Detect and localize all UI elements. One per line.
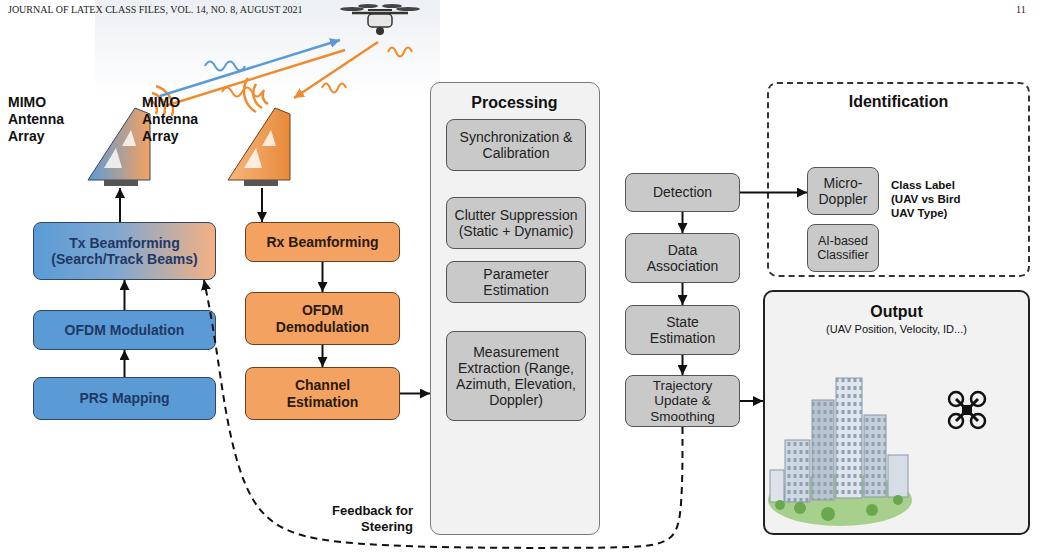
flow-arrow (682, 283, 684, 305)
process-box: Clutter Suppression (Static + Dynamic) (446, 197, 586, 249)
box-label: Detection (653, 184, 712, 200)
node-note: (UAV Position, Velocity, ID...) (765, 323, 1028, 336)
process-box: Channel Estimation (245, 367, 400, 420)
box-label: Channel Estimation (272, 377, 373, 409)
antenna-array: MIMO Antenna Array (140, 88, 292, 188)
flow-arrow (322, 262, 324, 292)
process-box: OFDM Demodulation (245, 292, 400, 345)
node-title: MIMO Antenna Array (142, 94, 222, 144)
drone-illustration (340, 4, 420, 35)
rx-antenna-symbol (263, 90, 268, 104)
box-label: Trajectory Update & Smoothing (632, 378, 733, 425)
flow-arrow (124, 350, 126, 377)
page-number: 11 (1016, 4, 1026, 15)
signal-beams (160, 40, 412, 106)
drone-illustration (340, 7, 364, 11)
rx-antenna-symbol (244, 148, 262, 168)
box-label: OFDM Modulation (65, 322, 185, 338)
box-label: Synchronization & Calibration (453, 129, 579, 161)
rx-antenna-symbol (228, 78, 290, 186)
signal-beams (322, 84, 346, 93)
process-box: Detection (625, 173, 740, 212)
box-label: Data Association (632, 242, 733, 274)
flow-arrow (740, 192, 807, 194)
process-box: Measurement Extraction (Range, Azimuth, … (446, 331, 586, 421)
tx-antenna-symbol (88, 108, 150, 180)
drone-illustration (376, 27, 384, 35)
box-label: Measurement Extraction (Range, Azimuth, … (453, 344, 579, 408)
signal-beams (165, 50, 345, 106)
box-label: Rx Beamforming (266, 234, 378, 250)
drone-illustration (396, 7, 420, 11)
process-box: Rx Beamforming (245, 222, 400, 262)
box-label: Parameter Estimation (453, 266, 579, 298)
signal-beams (205, 62, 245, 71)
box-label: Micro-Doppler (811, 175, 875, 207)
drone-illustration (368, 9, 392, 11)
process-box: State Estimation (625, 305, 740, 355)
rx-antenna-symbol (244, 180, 278, 186)
node-note: Class Label (UAV vs Bird UAV Type) (891, 179, 971, 220)
drone-illustration (352, 12, 408, 15)
signal-beams (388, 48, 412, 57)
process-box: AI-based Classifier (807, 224, 879, 272)
signal-beams (222, 88, 262, 97)
process-box: Tx Beamforming (Search/Track Beams) (33, 222, 216, 280)
rx-antenna-symbol (244, 78, 256, 112)
flow-arrow (124, 280, 126, 310)
processing-panel: ProcessingSynchronization & CalibrationC… (430, 82, 600, 535)
box-label: State Estimation (632, 314, 733, 346)
identification-group: IdentificationClass Label (UAV vs Bird U… (767, 82, 1030, 277)
antenna-array: MIMO Antenna Array (5, 88, 155, 188)
box-label: Clutter Suppression (Static + Dynamic) (453, 207, 579, 239)
output-panel: Output (UAV Position, Velocity, ID...) (763, 290, 1030, 535)
process-box: Parameter Estimation (446, 261, 586, 303)
rx-antenna-symbol (228, 108, 290, 180)
process-box: PRS Mapping (33, 377, 216, 420)
box-label: AI-based Classifier (811, 234, 875, 263)
tx-antenna-symbol (122, 130, 136, 146)
drone-illustration (382, 4, 402, 8)
flow-arrow (119, 188, 121, 222)
flow-arrow (261, 188, 263, 222)
drone-illustration (358, 4, 378, 8)
edge-label: Feedback for Steering (318, 503, 413, 534)
process-box: Synchronization & Calibration (446, 119, 586, 171)
process-box: OFDM Modulation (33, 310, 216, 350)
box-label: Tx Beamforming (Search/Track Beams) (40, 235, 209, 267)
tx-antenna-symbol (104, 180, 138, 186)
rx-antenna-symbol (253, 84, 262, 108)
flow-arrow (322, 345, 324, 367)
process-box: Trajectory Update & Smoothing (625, 375, 740, 427)
flow-arrow (400, 393, 430, 395)
node-title: Processing (431, 93, 598, 112)
process-box: Data Association (625, 233, 740, 283)
flow-arrow (682, 355, 684, 375)
rx-antenna-symbol (262, 130, 276, 146)
box-label: PRS Mapping (79, 390, 169, 406)
drone-illustration (368, 14, 392, 27)
node-title: Output (765, 302, 1028, 321)
node-title: MIMO Antenna Array (8, 94, 80, 144)
page-header: JOURNAL OF LATEX CLASS FILES, VOL. 14, N… (8, 4, 303, 15)
flow-arrow (740, 400, 763, 402)
tx-antenna-symbol (104, 148, 122, 168)
process-box: Micro-Doppler (807, 167, 879, 215)
signal-beams (160, 40, 340, 96)
flow-arrow (682, 212, 684, 233)
box-label: OFDM Demodulation (272, 302, 373, 334)
node-title: Identification (769, 92, 1028, 111)
signal-beams (294, 42, 378, 98)
